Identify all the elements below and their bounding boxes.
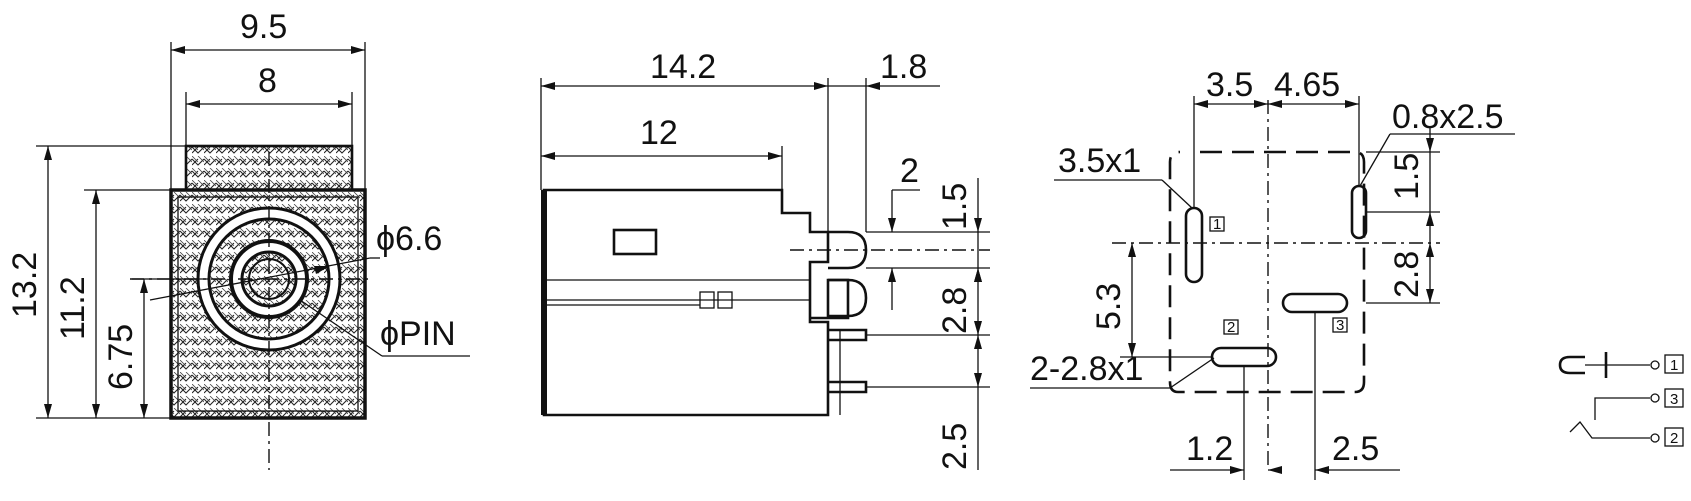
bottom-offset-right-label: 2.5 xyxy=(1332,430,1379,468)
pin-hole-size-label: 2-2.8x1 xyxy=(1030,350,1143,388)
schematic-pin-1: 1 xyxy=(1670,357,1678,374)
plug-symbol xyxy=(1558,355,1585,375)
terminal-upper xyxy=(828,328,868,342)
schematic-pin-2: 2 xyxy=(1670,430,1678,447)
side-body xyxy=(542,188,850,417)
side-view: 14.2 1.8 12 2 1.5 2.8 2.5 xyxy=(540,48,990,470)
nose-offset-label: 1.5 xyxy=(936,183,974,230)
footprint-pin-3: 3 xyxy=(1336,317,1344,334)
pin-diameter-label: ϕPIN xyxy=(380,315,456,353)
schematic-pin-3: 3 xyxy=(1670,391,1678,408)
terminal-lower xyxy=(828,380,868,394)
width-overall-label: 9.5 xyxy=(240,8,287,46)
height-body-label: 11.2 xyxy=(54,276,92,340)
length-overall-label: 14.2 xyxy=(650,48,716,86)
pin-spacing-lower-label: 2.5 xyxy=(936,423,974,470)
nose-step-label: 2 xyxy=(900,152,919,190)
offset-right-label: 4.65 xyxy=(1274,66,1340,104)
nose-length-label: 1.8 xyxy=(880,48,927,86)
hole-pin-3 xyxy=(1281,292,1349,314)
center-height-label: 6.75 xyxy=(102,324,140,390)
pin-schematic: 1 3 2 xyxy=(1558,352,1684,447)
jack-diameter-label: ϕ6.6 xyxy=(376,220,442,258)
length-body-label: 12 xyxy=(640,114,678,152)
vertical-pitch-label: 2.8 xyxy=(1388,251,1426,298)
footprint-outline xyxy=(1168,150,1366,394)
front-view: 9.5 8 13.2 11.2 6.75 ϕ6.6 ϕPIN xyxy=(6,8,470,470)
footprint-pin-1: 1 xyxy=(1213,216,1221,233)
slot-size-label: 0.8x2.5 xyxy=(1392,98,1504,136)
hole-size-label: 3.5x1 xyxy=(1058,142,1141,180)
offset-left-label: 3.5 xyxy=(1206,66,1253,104)
pin-spacing-upper-label: 2.8 xyxy=(936,287,974,334)
top-offset-label: 1.5 xyxy=(1388,153,1426,200)
vertical-offset-label: 5.3 xyxy=(1090,283,1128,330)
height-overall-label: 13.2 xyxy=(6,252,44,318)
footprint-pin-2: 2 xyxy=(1227,319,1235,336)
hole-pin-1 xyxy=(1184,206,1204,284)
pcb-footprint: 1 3 2 3.5 4.65 0.8x2.5 3.5x1 2-2.8x1 1 xyxy=(1030,66,1515,480)
width-inner-label: 8 xyxy=(258,62,277,100)
bottom-offset-left-label: 1.2 xyxy=(1186,430,1233,468)
hole-pin-2 xyxy=(1210,346,1278,368)
side-window xyxy=(612,228,658,256)
